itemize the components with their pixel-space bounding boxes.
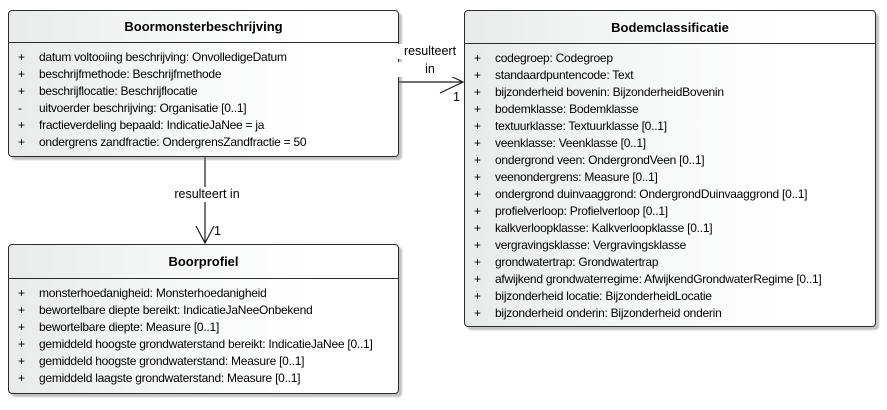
attribute-row[interactable]: - uitvoerder beschrijving: Organisatie [… — [9, 99, 398, 116]
attribute-list: + codegroep: Codegroep + standaardpunten… — [465, 44, 875, 321]
attribute-text: monsterhoedanigheid: Monsterhoedanigheid — [39, 285, 267, 300]
attribute-text: veenklasse: Veenklasse [0..1] — [495, 135, 646, 150]
attribute-text: beschrijflocatie: Beschrijflocatie — [39, 83, 198, 98]
attribute-row[interactable]: + beschrijflocatie: Beschrijflocatie — [9, 82, 398, 99]
attribute-text: gemiddeld hoogste grondwaterstand: Measu… — [39, 353, 305, 368]
visibility-marker: + — [18, 319, 26, 334]
visibility-marker: + — [474, 254, 482, 269]
class-bodemclassificatie[interactable]: Bodemclassificatie + codegroep: Codegroe… — [464, 10, 876, 327]
visibility-marker: + — [474, 118, 482, 133]
attribute-row[interactable]: + codegroep: Codegroep — [465, 49, 875, 66]
attribute-text: codegroep: Codegroep — [495, 50, 613, 65]
attribute-row[interactable]: + ondergrens zandfractie: OndergrensZand… — [9, 133, 398, 150]
visibility-marker: + — [18, 370, 26, 385]
attribute-row[interactable]: + beschrijfmethode: Beschrijfmethode — [9, 65, 398, 82]
attribute-row[interactable]: + monsterhoedanigheid: Monsterhoedanighe… — [9, 284, 398, 301]
attribute-text: vergravingsklasse: Vergravingsklasse — [495, 237, 687, 252]
visibility-marker: + — [474, 271, 482, 286]
visibility-marker: + — [474, 237, 482, 252]
attribute-row[interactable]: + standaardpuntencode: Text — [465, 66, 875, 83]
attribute-text: ondergrens zandfractie: OndergrensZandfr… — [39, 134, 307, 149]
attribute-text: fractieverdeling bepaald: IndicatieJaNee… — [39, 117, 265, 132]
connector-label-resulteert-in: resulteert in — [170, 187, 244, 202]
attribute-row[interactable]: + afwijkend grondwaterregime: AfwijkendG… — [465, 270, 875, 287]
visibility-marker: + — [474, 220, 482, 235]
attribute-row[interactable]: + veenondergrens: Measure [0..1] — [465, 168, 875, 185]
visibility-marker: - — [18, 100, 22, 115]
attribute-text: bewortelbare diepte: Measure [0..1] — [39, 319, 220, 334]
attribute-row[interactable]: + bijzonderheid onderin: Bijzonderheid o… — [465, 304, 875, 321]
class-title: Bodemclassificatie — [465, 11, 875, 44]
attribute-row[interactable]: + gemiddeld laagste grondwaterstand: Mea… — [9, 369, 398, 386]
class-boormonsterbeschrijving[interactable]: Boormonsterbeschrijving + datum voltooii… — [8, 10, 399, 157]
attribute-row[interactable]: + ondergrond veen: OndergrondVeen [0..1] — [465, 151, 875, 168]
attribute-text: bijzonderheid onderin: Bijzonderheid ond… — [495, 305, 722, 320]
attribute-row[interactable]: + fractieverdeling bepaald: IndicatieJaN… — [9, 116, 398, 133]
visibility-marker: + — [474, 186, 482, 201]
attribute-row[interactable]: + bewortelbare diepte bereikt: Indicatie… — [9, 301, 398, 318]
attribute-row[interactable]: + profielverloop: Profielverloop [0..1] — [465, 202, 875, 219]
attribute-text: gemiddeld hoogste grondwaterstand bereik… — [39, 336, 373, 351]
attribute-row[interactable]: + bodemklasse: Bodemklasse — [465, 100, 875, 117]
visibility-marker: + — [18, 285, 26, 300]
visibility-marker: + — [474, 152, 482, 167]
visibility-marker: + — [474, 50, 482, 65]
attribute-text: bijzonderheid locatie: BijzonderheidLoca… — [495, 288, 712, 303]
attribute-row[interactable]: + bijzonderheid locatie: BijzonderheidLo… — [465, 287, 875, 304]
attribute-row[interactable]: + datum voltooiing beschrijving: Onvolle… — [9, 48, 398, 65]
multiplicity-boorprofiel: 1 — [214, 224, 221, 238]
visibility-marker: + — [474, 135, 482, 150]
visibility-marker: + — [474, 305, 482, 320]
attribute-row[interactable]: + bijzonderheid bovenin: BijzonderheidBo… — [465, 83, 875, 100]
class-title: Boorprofiel — [9, 245, 398, 279]
attribute-row[interactable]: + gemiddeld hoogste grondwaterstand: Mea… — [9, 352, 398, 369]
visibility-marker: + — [18, 336, 26, 351]
visibility-marker: + — [18, 66, 26, 81]
visibility-marker: + — [18, 302, 26, 317]
attribute-text: bewortelbare diepte bereikt: IndicatieJa… — [39, 302, 313, 317]
visibility-marker: + — [474, 169, 482, 184]
class-boorprofiel[interactable]: Boorprofiel + monsterhoedanigheid: Monst… — [8, 244, 399, 394]
attribute-text: profielverloop: Profielverloop [0..1] — [495, 203, 668, 218]
attribute-text: bodemklasse: Bodemklasse — [495, 101, 639, 116]
visibility-marker: + — [474, 84, 482, 99]
attribute-text: bijzonderheid bovenin: BijzonderheidBove… — [495, 84, 724, 99]
attribute-row[interactable]: + textuurklasse: Textuurklasse [0..1] — [465, 117, 875, 134]
multiplicity-bodemclassificatie: 1 — [453, 90, 460, 104]
attribute-text: ondergrond duinvaaggrond: OndergrondDuin… — [495, 186, 808, 201]
attribute-text: veenondergrens: Measure [0..1] — [495, 169, 658, 184]
attribute-text: textuurklasse: Textuurklasse [0..1] — [495, 118, 667, 133]
class-title: Boormonsterbeschrijving — [9, 11, 398, 43]
attribute-text: afwijkend grondwaterregime: AfwijkendGro… — [495, 271, 822, 286]
attribute-list: + datum voltooiing beschrijving: Onvolle… — [9, 43, 398, 150]
attribute-row[interactable]: + kalkverloopklasse: Kalkverloopklasse [… — [465, 219, 875, 236]
attribute-text: kalkverloopklasse: Kalkverloopklasse [0.… — [495, 220, 713, 235]
connector-label-resulteert: resulteert — [398, 44, 462, 59]
attribute-text: uitvoerder beschrijving: Organisatie [0.… — [39, 100, 247, 115]
visibility-marker: + — [18, 134, 26, 149]
visibility-marker: + — [474, 101, 482, 116]
visibility-marker: + — [18, 83, 26, 98]
attribute-text: standaardpuntencode: Text — [495, 67, 634, 82]
attribute-text: grondwatertrap: Grondwatertrap — [495, 254, 659, 269]
attribute-list: + monsterhoedanigheid: Monsterhoedanighe… — [9, 279, 398, 386]
attribute-row[interactable]: + bewortelbare diepte: Measure [0..1] — [9, 318, 398, 335]
visibility-marker: + — [18, 49, 26, 64]
connector-label-in: in — [398, 62, 462, 77]
visibility-marker: + — [18, 353, 26, 368]
visibility-marker: + — [18, 117, 26, 132]
visibility-marker: + — [474, 203, 482, 218]
attribute-row[interactable]: + gemiddeld hoogste grondwaterstand bere… — [9, 335, 398, 352]
attribute-text: ondergrond veen: OndergrondVeen [0..1] — [495, 152, 705, 167]
visibility-marker: + — [474, 67, 482, 82]
attribute-row[interactable]: + vergravingsklasse: Vergravingsklasse — [465, 236, 875, 253]
attribute-text: beschrijfmethode: Beschrijfmethode — [39, 66, 222, 81]
attribute-row[interactable]: + veenklasse: Veenklasse [0..1] — [465, 134, 875, 151]
attribute-text: gemiddeld laagste grondwaterstand: Measu… — [39, 370, 301, 385]
attribute-row[interactable]: + ondergrond duinvaaggrond: OndergrondDu… — [465, 185, 875, 202]
visibility-marker: + — [474, 288, 482, 303]
attribute-text: datum voltooiing beschrijving: Onvolledi… — [39, 49, 287, 64]
attribute-row[interactable]: + grondwatertrap: Grondwatertrap — [465, 253, 875, 270]
